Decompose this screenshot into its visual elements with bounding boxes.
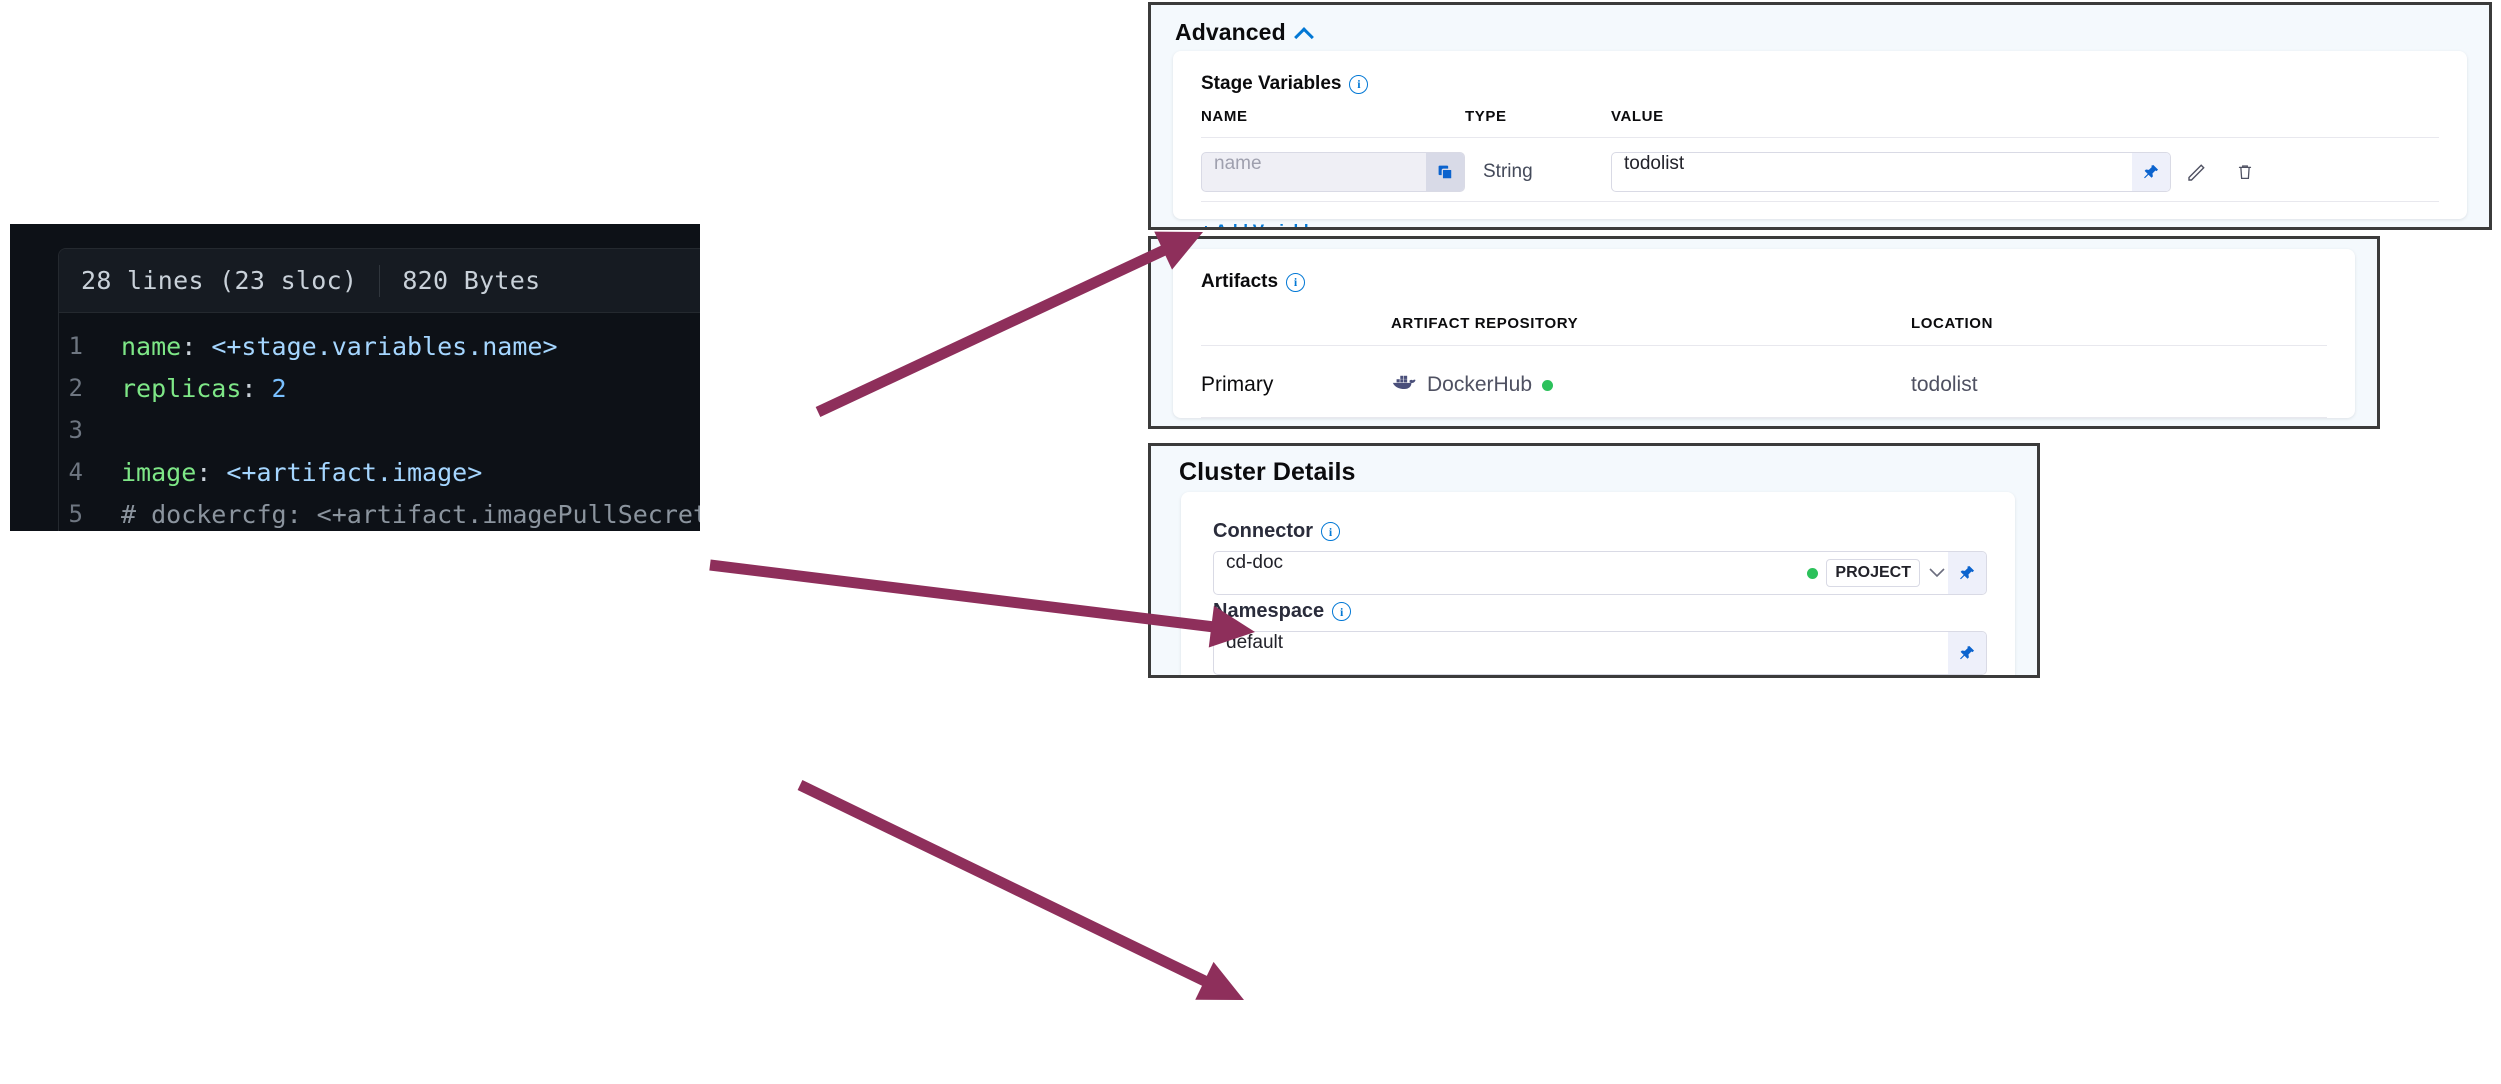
artifacts-card: Artifacts i ARTIFACT REPOSITORY LOCATION… <box>1173 249 2355 418</box>
info-icon[interactable]: i <box>1286 272 1306 292</box>
info-icon[interactable]: i <box>1321 522 1340 541</box>
code-line-number: 4 <box>68 458 83 486</box>
status-dot-icon <box>1542 379 1554 391</box>
chevron-down-icon[interactable] <box>1926 552 1948 594</box>
code-token: : <box>196 457 227 487</box>
variable-name-placeholder: name <box>1214 153 1262 174</box>
pin-icon[interactable] <box>1948 632 1986 674</box>
arrow-image-artifact-shaft <box>709 559 1218 633</box>
code-line-number: 1 <box>68 332 83 360</box>
info-icon[interactable]: i <box>1349 74 1369 94</box>
artifact-type: Primary <box>1201 373 1274 396</box>
cluster-details-card: Connector i cd-doc PROJECT <box>1181 492 2015 675</box>
trash-icon[interactable] <box>2223 161 2267 183</box>
artifacts-divider-top <box>1201 345 2327 346</box>
artifacts-divider-bottom <box>1201 417 2327 418</box>
artifact-repository-cell[interactable]: DockerHub <box>1391 372 1911 398</box>
code-file-header: 28 lines (23 sloc) 820 Bytes <box>59 249 700 313</box>
code-token: <+artifact.image> <box>226 457 483 487</box>
advanced-panel-title: Advanced <box>1175 19 1286 45</box>
column-header-location: LOCATION <box>1911 314 1994 332</box>
add-variable-button[interactable]: + Add Variable <box>1201 221 1318 227</box>
arrow-namespace-cluster-head <box>1195 961 1244 1000</box>
stage-variables-card: Stage Variables i NAME TYPE VALUE name <box>1173 51 2467 227</box>
connector-label-text: Connector <box>1213 520 1313 542</box>
pin-icon[interactable] <box>1948 552 1986 594</box>
code-line-content: image: <+artifact.image> <box>121 458 482 487</box>
variable-name-input[interactable]: name <box>1201 152 1465 192</box>
cluster-details-header: Cluster Details <box>1151 446 2037 487</box>
connector-value: cd-doc <box>1226 552 1284 573</box>
code-line-content: replicas: 2 <box>121 374 287 403</box>
code-token: replicas <box>121 373 242 403</box>
code-token: : <box>181 331 212 361</box>
advanced-panel-header[interactable]: Advanced <box>1151 5 2489 46</box>
artifacts-label-text: Artifacts <box>1201 271 1279 292</box>
arrow-namespace-cluster-shaft <box>797 780 1213 989</box>
namespace-input[interactable]: default <box>1213 631 1987 675</box>
advanced-panel: Advanced Stage Variables i NAME TYPE VAL… <box>1148 2 2492 230</box>
namespace-value: default <box>1226 632 1284 653</box>
artifact-repository-name: DockerHub <box>1427 373 1533 396</box>
artifact-location: todolist <box>1911 373 1978 396</box>
code-lines-count: 28 lines (23 sloc) <box>81 266 358 295</box>
cluster-details-title: Cluster Details <box>1179 458 1356 486</box>
code-meta-divider <box>379 264 381 297</box>
code-token: : <box>241 373 272 403</box>
code-token: # dockercfg: <+artifact.imagePullSecret> <box>121 499 700 529</box>
namespace-label-text: Namespace <box>1213 600 1325 622</box>
scope-tag: PROJECT <box>1826 559 1920 587</box>
code-line: 5 # dockercfg: <+artifact.imagePullSecret… <box>59 493 700 531</box>
variable-value-text: todolist <box>1624 153 1685 174</box>
variable-type-value: String <box>1483 161 1533 182</box>
code-line-number: 2 <box>68 374 83 402</box>
status-dot-icon <box>1807 567 1819 579</box>
pin-icon[interactable] <box>2132 153 2170 191</box>
copy-icon[interactable] <box>1426 153 1464 191</box>
column-header-value: VALUE <box>1611 107 1664 125</box>
code-file-card: 28 lines (23 sloc) 820 Bytes 1 name: <+st… <box>58 248 700 531</box>
column-header-type: TYPE <box>1465 107 1507 125</box>
code-line: 1 name: <+stage.variables.name> <box>59 325 700 367</box>
code-line-number: 5 <box>68 500 83 528</box>
code-token: 2 <box>271 373 287 403</box>
table-row: name String todolist <box>1201 151 2439 193</box>
pencil-icon[interactable] <box>2171 160 2223 184</box>
table-row: Primary DockerHub <box>1201 355 2327 415</box>
artifacts-label: Artifacts i <box>1201 271 1306 293</box>
connector-label: Connector i <box>1213 520 1987 543</box>
column-header-name: NAME <box>1201 107 1248 125</box>
table-divider-top <box>1201 137 2439 138</box>
code-file-viewer: 28 lines (23 sloc) 820 Bytes 1 name: <+st… <box>10 224 700 531</box>
table-divider-bottom <box>1201 201 2439 202</box>
code-file-size: 820 Bytes <box>402 266 541 295</box>
artifacts-panel: Artifacts i ARTIFACT REPOSITORY LOCATION… <box>1148 236 2380 429</box>
arrow-name-variable-shaft <box>815 243 1171 417</box>
code-line-content: name: <+stage.variables.name> <box>121 332 558 361</box>
code-token: image <box>121 457 197 487</box>
column-header-artifact-repository: ARTIFACT REPOSITORY <box>1391 314 1579 332</box>
connector-input[interactable]: cd-doc PROJECT <box>1213 551 1987 595</box>
cluster-details-panel: Cluster Details Connector i cd-doc PROJE… <box>1148 443 2040 678</box>
code-line-number: 3 <box>68 416 83 444</box>
stage-variables-label-text: Stage Variables <box>1201 73 1342 94</box>
info-icon[interactable]: i <box>1332 602 1352 621</box>
variable-value-input[interactable]: todolist <box>1611 152 2171 192</box>
code-line: 4 image: <+artifact.image> <box>59 451 700 493</box>
code-token: <+stage.variables.name> <box>211 331 558 361</box>
docker-whale-icon <box>1391 372 1417 398</box>
chevron-up-icon[interactable] <box>1296 25 1312 41</box>
code-token: name <box>121 331 182 361</box>
namespace-label: Namespace i <box>1213 600 1987 623</box>
stage-variables-label: Stage Variables i <box>1201 73 1369 95</box>
code-line-content: # dockercfg: <+artifact.imagePullSecret> <box>121 500 700 529</box>
code-line: 3 <box>59 409 700 451</box>
